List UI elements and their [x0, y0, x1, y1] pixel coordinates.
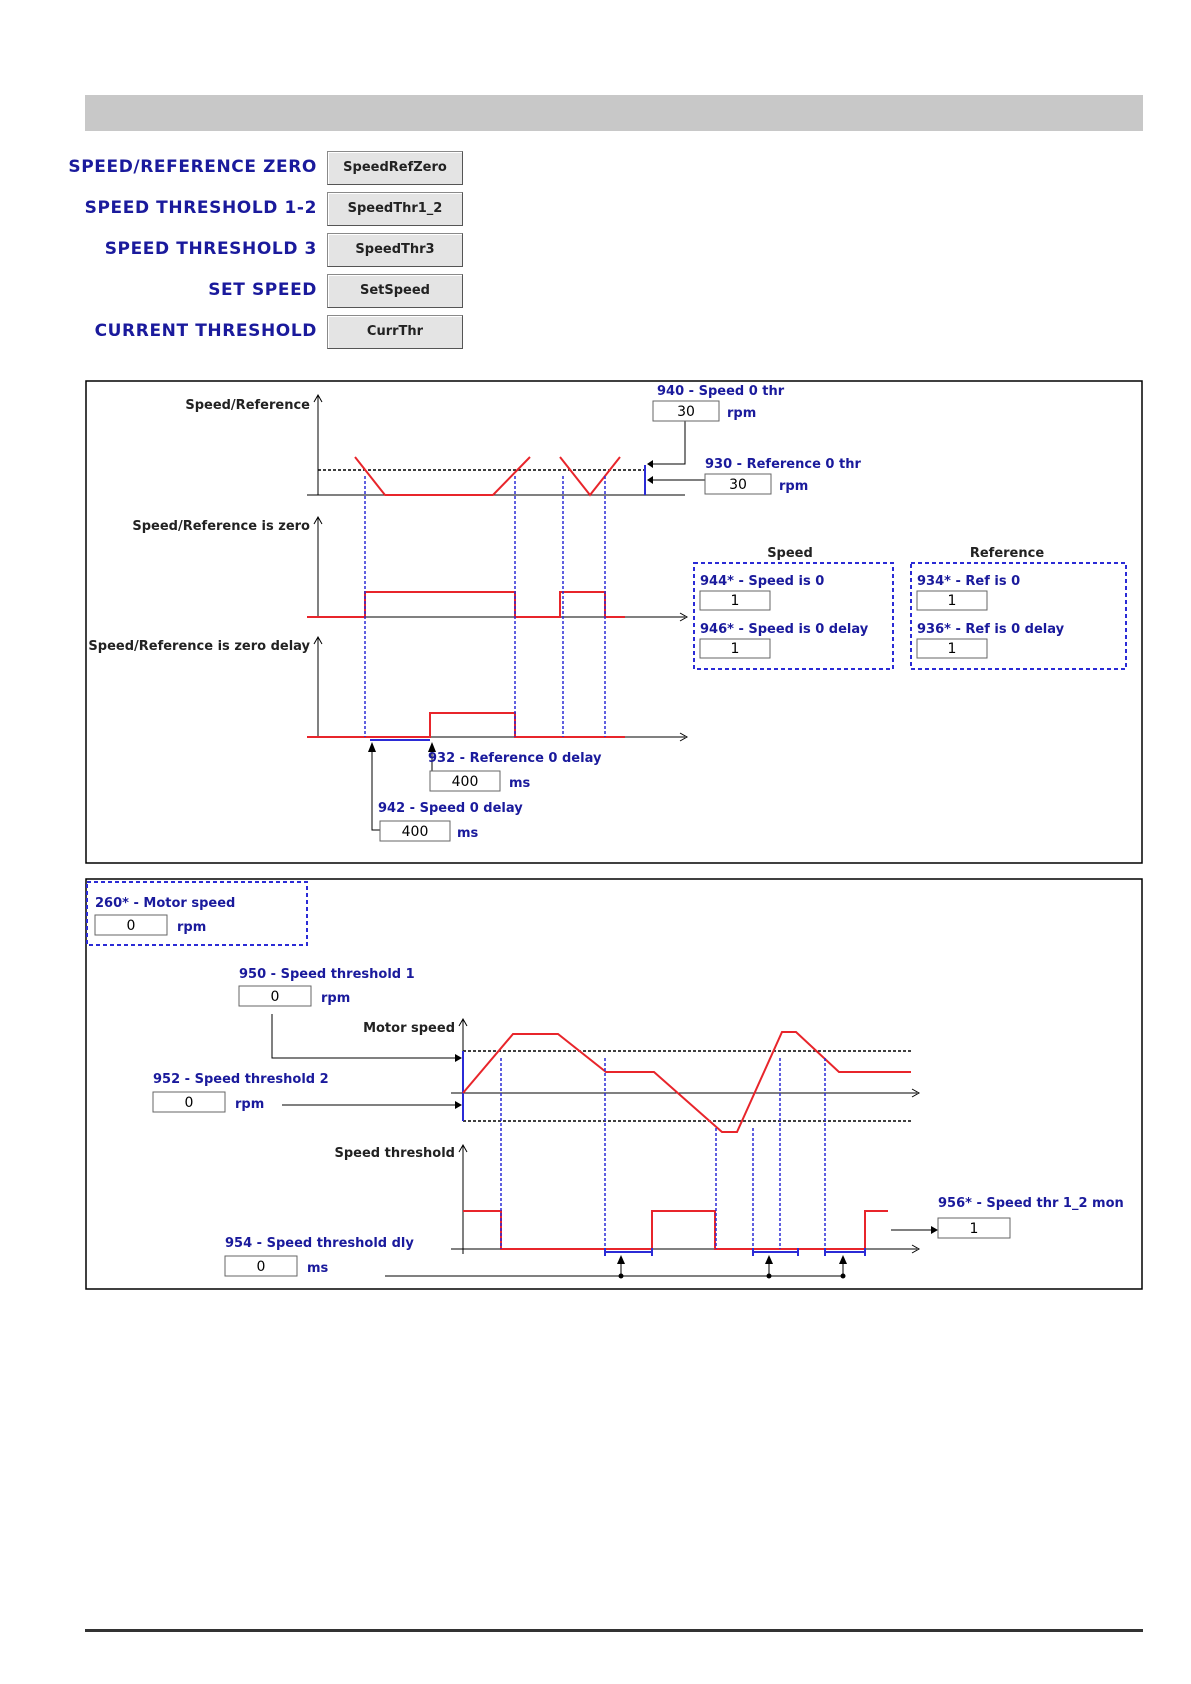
reference-group-box — [910, 562, 1127, 670]
param-260-unit: rpm — [177, 920, 206, 935]
motor-speed-box — [86, 881, 308, 946]
nav-row-current-threshold: CURRENT THRESHOLD CurrThr — [85, 315, 465, 349]
param-946-label: 946* - Speed is 0 delay — [700, 622, 869, 637]
param-956-field[interactable] — [937, 1217, 1011, 1239]
param-950-label: 950 - Speed threshold 1 — [239, 967, 415, 982]
param-936-label: 936* - Ref is 0 delay — [917, 622, 1065, 637]
nav-row-speed-threshold-1-2: SPEED THRESHOLD 1-2 SpeedThr1_2 — [85, 192, 465, 226]
param-942-label: 942 - Speed 0 delay — [378, 801, 523, 816]
param-932-value: 400 — [452, 774, 479, 790]
nav-row-set-speed: SET SPEED SetSpeed — [85, 274, 465, 308]
diagram-frame — [85, 380, 1143, 864]
nav-row-speed-ref-zero: SPEED/REFERENCE ZERO SpeedRefZero — [68, 151, 465, 185]
param-952-unit: rpm — [235, 1097, 264, 1112]
nav-label: SPEED/REFERENCE ZERO — [68, 157, 317, 177]
param-930-field[interactable] — [704, 473, 772, 495]
speed-ref-zero-button[interactable]: SpeedRefZero — [327, 151, 463, 185]
nav-label: SPEED THRESHOLD 3 — [104, 239, 317, 259]
param-956-value: 1 — [970, 1221, 979, 1237]
param-946-field[interactable] — [699, 638, 771, 659]
blue-event-lines — [364, 476, 606, 737]
param-942-value: 400 — [402, 824, 429, 840]
param-940-value: 30 — [677, 404, 695, 420]
speed-group-header: Speed — [767, 546, 813, 561]
param-950-unit: rpm — [321, 991, 350, 1006]
param-260-label: 260* - Motor speed — [95, 896, 235, 911]
arrow-right-icon — [455, 1101, 462, 1109]
speed-reference-zero-diagram: Speed/Reference Speed/Reference is zero … — [85, 380, 1143, 864]
blue-event-lines — [500, 1058, 826, 1249]
param-954-label: 954 - Speed threshold dly — [225, 1236, 414, 1251]
param-930-unit: rpm — [779, 479, 808, 494]
param-944-field[interactable] — [699, 590, 771, 611]
nav-label: SPEED THRESHOLD 1-2 — [84, 198, 317, 218]
axis-label-is-zero-delay: Speed/Reference is zero delay — [88, 639, 310, 654]
header-bar — [85, 95, 1143, 131]
param-932-label: 932 - Reference 0 delay — [428, 751, 602, 766]
param-954-value: 0 — [257, 1259, 266, 1275]
param-930-value: 30 — [729, 477, 747, 493]
param-950-value: 0 — [271, 989, 280, 1005]
param-260-value: 0 — [127, 918, 136, 934]
param-944-label: 944* - Speed is 0 — [700, 574, 824, 589]
nav-row-speed-threshold-3: SPEED THRESHOLD 3 SpeedThr3 — [85, 233, 465, 267]
param-932-field[interactable] — [429, 770, 501, 792]
param-940-label: 940 - Speed 0 thr — [657, 384, 785, 399]
nav-label: SET SPEED — [208, 280, 317, 300]
param-954-unit: ms — [307, 1261, 329, 1276]
param-934-field[interactable] — [916, 590, 988, 611]
arrow-up-icon — [617, 1255, 847, 1279]
connector-950 — [271, 1014, 455, 1059]
param-954-field[interactable] — [224, 1255, 298, 1277]
arrow-up-icon — [368, 742, 376, 752]
param-952-field[interactable] — [152, 1091, 226, 1113]
param-944-value: 1 — [731, 593, 740, 609]
axis-label-speed-threshold: Speed threshold — [334, 1146, 455, 1161]
param-952-value: 0 — [185, 1095, 194, 1111]
param-942-unit: ms — [457, 826, 479, 841]
reference-group-header: Reference — [970, 546, 1044, 561]
param-936-field[interactable] — [916, 638, 988, 659]
param-956-label: 956* - Speed thr 1_2 mon — [938, 1196, 1124, 1211]
param-934-value: 1 — [948, 593, 957, 609]
arrow-right-icon — [455, 1054, 462, 1062]
axis-label-motor-speed: Motor speed — [363, 1021, 455, 1036]
red-signals — [307, 456, 625, 738]
param-934-label: 934* - Ref is 0 — [917, 574, 1020, 589]
connector-940 — [653, 416, 686, 465]
arrow-right-icon — [931, 1226, 938, 1234]
param-946-value: 1 — [731, 641, 740, 657]
arrow-left-icon — [647, 460, 653, 468]
footer-rule — [85, 1629, 1143, 1632]
nav-label: CURRENT THRESHOLD — [94, 321, 317, 341]
speed-group-box — [693, 562, 894, 670]
param-952-label: 952 - Speed threshold 2 — [153, 1072, 329, 1087]
arrow-left-icon — [647, 476, 653, 484]
param-940-unit: rpm — [727, 406, 756, 421]
param-950-field[interactable] — [238, 985, 312, 1007]
speed-threshold-diagram: 260* - Motor speed 0 rpm Motor speed Spe… — [85, 878, 1143, 1290]
delay-markers — [604, 1248, 866, 1256]
speed-thr-1-2-button[interactable]: SpeedThr1_2 — [327, 192, 463, 226]
set-speed-button[interactable]: SetSpeed — [327, 274, 463, 308]
param-936-value: 1 — [948, 641, 957, 657]
arrow-up-icon — [428, 742, 436, 752]
param-940-field[interactable] — [652, 400, 720, 422]
param-932-unit: ms — [509, 776, 531, 791]
param-942-field[interactable] — [379, 820, 451, 842]
axis-label-is-zero: Speed/Reference is zero — [132, 519, 310, 534]
axis-label-speed-reference: Speed/Reference — [185, 398, 310, 413]
curr-thr-button[interactable]: CurrThr — [327, 315, 463, 349]
param-930-label: 930 - Reference 0 thr — [705, 457, 861, 472]
param-260-field[interactable] — [94, 914, 168, 936]
speed-thr-3-button[interactable]: SpeedThr3 — [327, 233, 463, 267]
